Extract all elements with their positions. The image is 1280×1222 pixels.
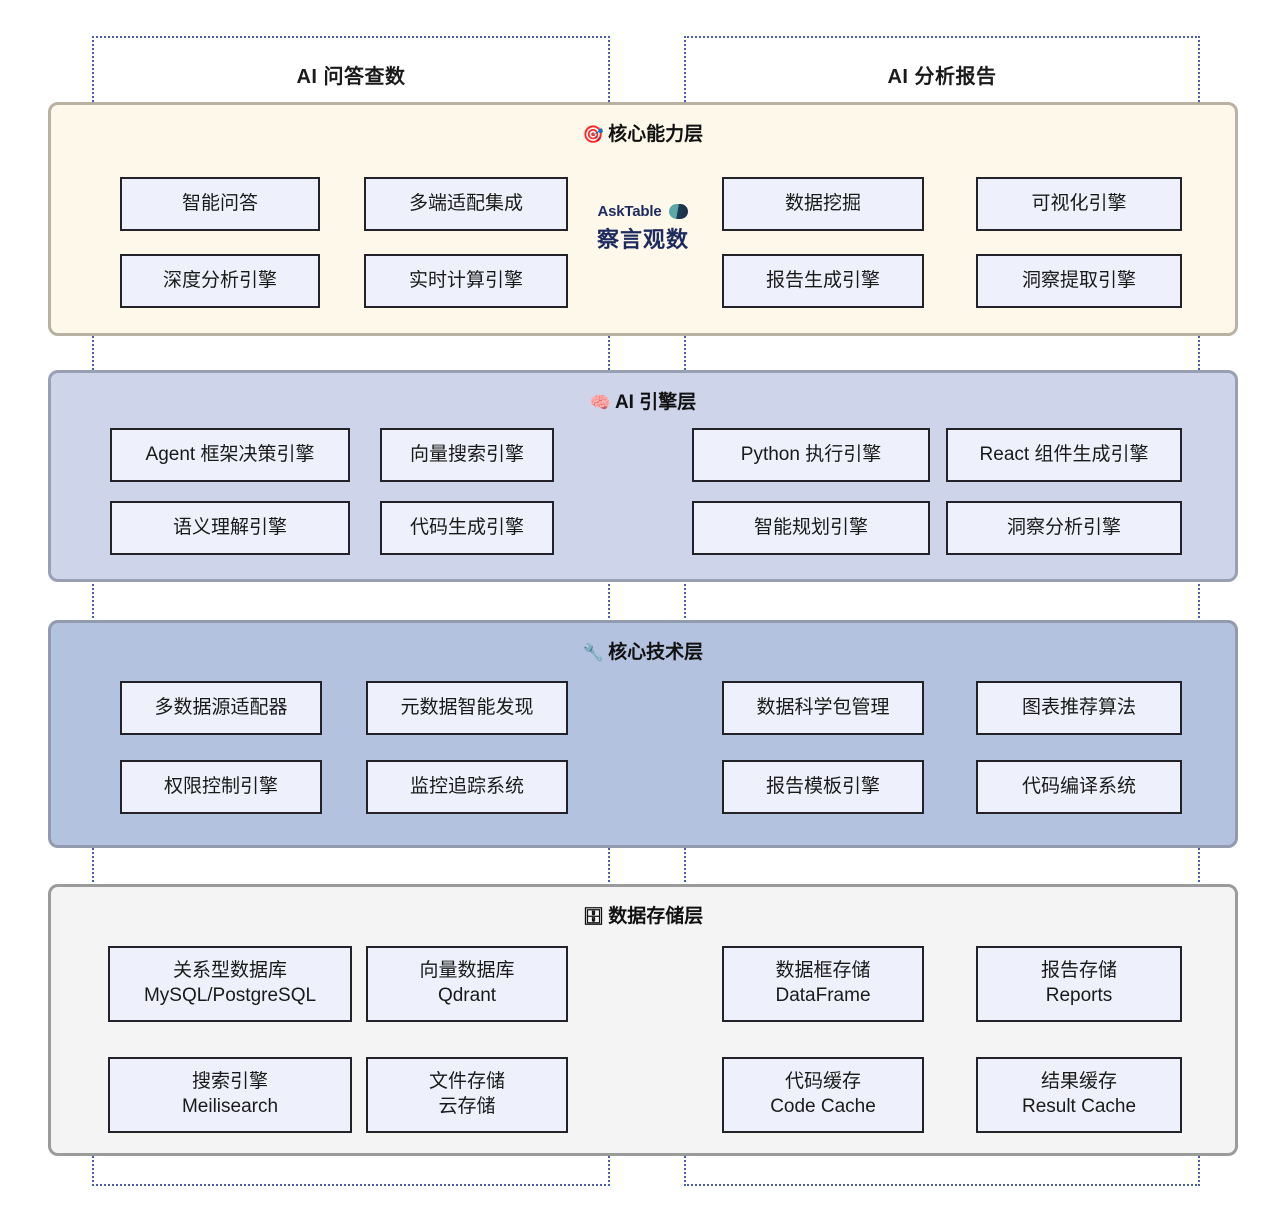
module-label: 图表推荐算法: [1021, 696, 1136, 718]
module-sublabel: Result Cache: [1021, 1096, 1137, 1117]
flow-column-report: AI 分析报告: [684, 36, 1200, 1186]
module-core-4[interactable]: 可视化引擎: [976, 177, 1182, 231]
module-tech-4[interactable]: 图表推荐算法: [976, 681, 1182, 735]
module-label: 结果缓存: [1040, 1071, 1117, 1093]
module-core-6[interactable]: 实时计算引擎: [364, 254, 568, 308]
module-engine-6[interactable]: 代码生成引擎: [380, 501, 554, 555]
layer-title-core-technology: 🔧核心技术层: [51, 637, 1235, 664]
module-engine-3[interactable]: Python 执行引擎: [692, 428, 930, 482]
module-storage-1[interactable]: 关系型数据库 MySQL/PostgreSQL: [108, 946, 352, 1022]
brain-icon: 🧠: [589, 393, 611, 413]
module-engine-7[interactable]: 智能规划引擎: [692, 501, 930, 555]
module-sublabel: MySQL/PostgreSQL: [143, 985, 317, 1006]
module-storage-8[interactable]: 结果缓存 Result Cache: [976, 1057, 1182, 1133]
module-label: 智能问答: [181, 192, 258, 214]
module-engine-4[interactable]: React 组件生成引擎: [946, 428, 1182, 482]
module-storage-3[interactable]: 数据框存储 DataFrame: [722, 946, 924, 1022]
file-cabinet-icon: 🗄: [582, 907, 605, 927]
module-label: 元数据智能发现: [400, 696, 534, 718]
layer-title-text-engine: AI 引擎层: [614, 392, 697, 413]
module-engine-2[interactable]: 向量搜索引擎: [380, 428, 554, 482]
module-label: 报告生成引擎: [765, 269, 880, 291]
wrench-icon: 🔧: [582, 643, 605, 663]
module-storage-7[interactable]: 代码缓存 Code Cache: [722, 1057, 924, 1133]
module-sublabel: Reports: [1045, 985, 1113, 1006]
asktable-logo: AskTable 察言观数: [578, 203, 708, 254]
module-tech-6[interactable]: 监控追踪系统: [366, 760, 568, 814]
module-tech-1[interactable]: 多数据源适配器: [120, 681, 322, 735]
module-label: 向量搜索引擎: [409, 443, 524, 465]
layer-title-text-tech: 核心技术层: [608, 642, 704, 663]
layer-title-ai-engine: 🧠AI 引擎层: [51, 387, 1235, 414]
module-sublabel: DataFrame: [775, 985, 871, 1006]
module-label: 可视化引擎: [1031, 192, 1127, 214]
module-label: 深度分析引擎: [162, 269, 277, 291]
flow-column-qa: AI 问答查数: [92, 36, 610, 1186]
module-label: 数据科学包管理: [756, 696, 890, 718]
module-label: 智能规划引擎: [753, 516, 868, 538]
module-tech-7[interactable]: 报告模板引擎: [722, 760, 924, 814]
module-label: Agent 框架决策引擎: [145, 443, 315, 465]
module-label: Python 执行引擎: [740, 443, 882, 465]
asktable-tagline: 察言观数: [596, 227, 689, 253]
target-icon: 🎯: [582, 125, 605, 145]
module-core-8[interactable]: 洞察提取引擎: [976, 254, 1182, 308]
flow-column-title-qa: AI 问答查数: [296, 66, 406, 88]
module-label: 实时计算引擎: [408, 269, 523, 291]
module-sublabel: Code Cache: [770, 1096, 876, 1117]
module-label: 代码缓存: [784, 1071, 861, 1093]
module-label: 关系型数据库: [172, 960, 287, 982]
module-tech-2[interactable]: 元数据智能发现: [366, 681, 568, 735]
module-label: 监控追踪系统: [409, 775, 524, 797]
module-sublabel: Meilisearch: [181, 1096, 279, 1117]
module-label: 文件存储: [428, 1071, 505, 1093]
module-label: 多数据源适配器: [154, 696, 288, 718]
module-storage-5[interactable]: 搜索引擎 Meilisearch: [108, 1057, 352, 1133]
module-label: 多端适配集成: [408, 192, 523, 214]
layer-title-data-storage: 🗄数据存储层: [51, 901, 1235, 928]
module-label: 代码生成引擎: [409, 516, 524, 538]
module-label: 权限控制引擎: [163, 775, 278, 797]
module-tech-3[interactable]: 数据科学包管理: [722, 681, 924, 735]
module-storage-2[interactable]: 向量数据库 Qdrant: [366, 946, 568, 1022]
module-core-1[interactable]: 智能问答: [120, 177, 320, 231]
module-engine-1[interactable]: Agent 框架决策引擎: [110, 428, 350, 482]
layer-title-core-capability: 🎯核心能力层: [51, 119, 1235, 146]
pill-logo-icon: [669, 204, 689, 220]
module-label: 数据框存储: [775, 960, 871, 982]
module-core-3[interactable]: 数据挖掘: [722, 177, 924, 231]
module-label: 报告存储: [1040, 960, 1117, 982]
module-core-2[interactable]: 多端适配集成: [364, 177, 568, 231]
module-label: 语义理解引擎: [172, 516, 287, 538]
module-core-5[interactable]: 深度分析引擎: [120, 254, 320, 308]
module-tech-8[interactable]: 代码编译系统: [976, 760, 1182, 814]
module-label: 搜索引擎: [191, 1071, 268, 1093]
layer-title-text-core: 核心能力层: [608, 124, 704, 145]
module-label: 报告模板引擎: [765, 775, 880, 797]
module-label: 洞察分析引擎: [1006, 516, 1121, 538]
asktable-wordmark: AskTable: [597, 203, 662, 221]
module-core-7[interactable]: 报告生成引擎: [722, 254, 924, 308]
module-engine-8[interactable]: 洞察分析引擎: [946, 501, 1182, 555]
module-label: 数据挖掘: [784, 192, 861, 214]
module-label: React 组件生成引擎: [979, 443, 1149, 465]
module-label: 代码编译系统: [1021, 775, 1136, 797]
module-sublabel: 云存储: [438, 1096, 496, 1117]
module-storage-4[interactable]: 报告存储 Reports: [976, 946, 1182, 1022]
flow-column-title-report: AI 分析报告: [887, 66, 997, 88]
module-storage-6[interactable]: 文件存储 云存储: [366, 1057, 568, 1133]
layer-title-text-storage: 数据存储层: [608, 906, 704, 927]
module-label: 向量数据库: [419, 960, 515, 982]
module-engine-5[interactable]: 语义理解引擎: [110, 501, 350, 555]
module-label: 洞察提取引擎: [1021, 269, 1136, 291]
module-sublabel: Qdrant: [437, 985, 497, 1006]
module-tech-5[interactable]: 权限控制引擎: [120, 760, 322, 814]
